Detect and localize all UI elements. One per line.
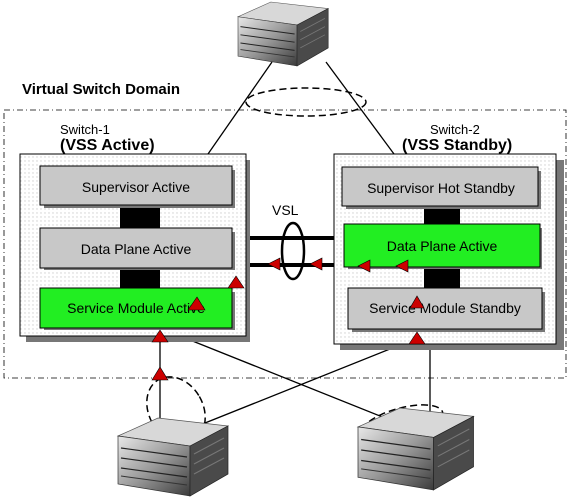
- bottom-left-switch-icon: [117, 417, 229, 497]
- sw1-dataplane-label: Data Plane Active: [81, 241, 192, 257]
- switch2-role: (VSS Standby): [402, 137, 512, 154]
- switch1-name: Switch-1: [60, 122, 110, 137]
- vsl-arrow-right-icon: [309, 257, 323, 271]
- switch2-connector-top: [424, 208, 460, 224]
- switch2-name: Switch-2: [430, 122, 480, 137]
- sw2-uplink-arrow-icon: [408, 331, 426, 345]
- sw1-uplink-arrow-icon: [151, 329, 169, 343]
- top-switch-icon: [237, 1, 329, 67]
- uplink-switch1: [207, 61, 273, 155]
- switch1-connector-top: [120, 208, 160, 228]
- traffic-flow-arrows: [151, 257, 426, 381]
- sw1-service-label: Service Module Active: [67, 300, 205, 316]
- sw1-dataplane-box: [39, 227, 233, 269]
- switch2-connector-bottom: [424, 268, 460, 288]
- left-downlink-arrow-icon: [151, 366, 169, 381]
- top-etherchannel: [245, 87, 367, 117]
- sw2-service-arrow-icon: [409, 295, 425, 309]
- uplink-switch2: [325, 61, 395, 155]
- switch1-role: (VSS Active): [60, 137, 155, 154]
- vsl-bundle-ring: [280, 221, 306, 281]
- sw2-to-left-link: [174, 344, 401, 436]
- switch1-connector-bottom: [120, 270, 160, 288]
- sw1-service-arrow-icon: [187, 296, 206, 311]
- sw1-supervisor-box: [39, 165, 233, 206]
- sw1-dataplane-arrow-icon: [227, 275, 245, 289]
- vsl-label: VSL: [272, 202, 299, 218]
- sw2-service-label: Service Module Standby: [369, 300, 521, 316]
- sw2-supervisor-box: [341, 166, 539, 207]
- sw2-dataplane-arrow-2-icon: [395, 259, 409, 273]
- sw2-service-box: [347, 287, 543, 330]
- sw2-dataplane-label: Data Plane Active: [387, 238, 498, 254]
- sw1-supervisor-label: Supervisor Active: [82, 179, 190, 195]
- vsl-arrow-left-icon: [267, 257, 281, 271]
- domain-title: Virtual Switch Domain: [22, 81, 180, 98]
- sw2-dataplane-box: [343, 223, 541, 268]
- sw2-dataplane-arrow-1-icon: [357, 259, 371, 273]
- sw2-supervisor-label: Supervisor Hot Standby: [367, 180, 515, 196]
- bottom-right-switch-icon: [357, 407, 475, 491]
